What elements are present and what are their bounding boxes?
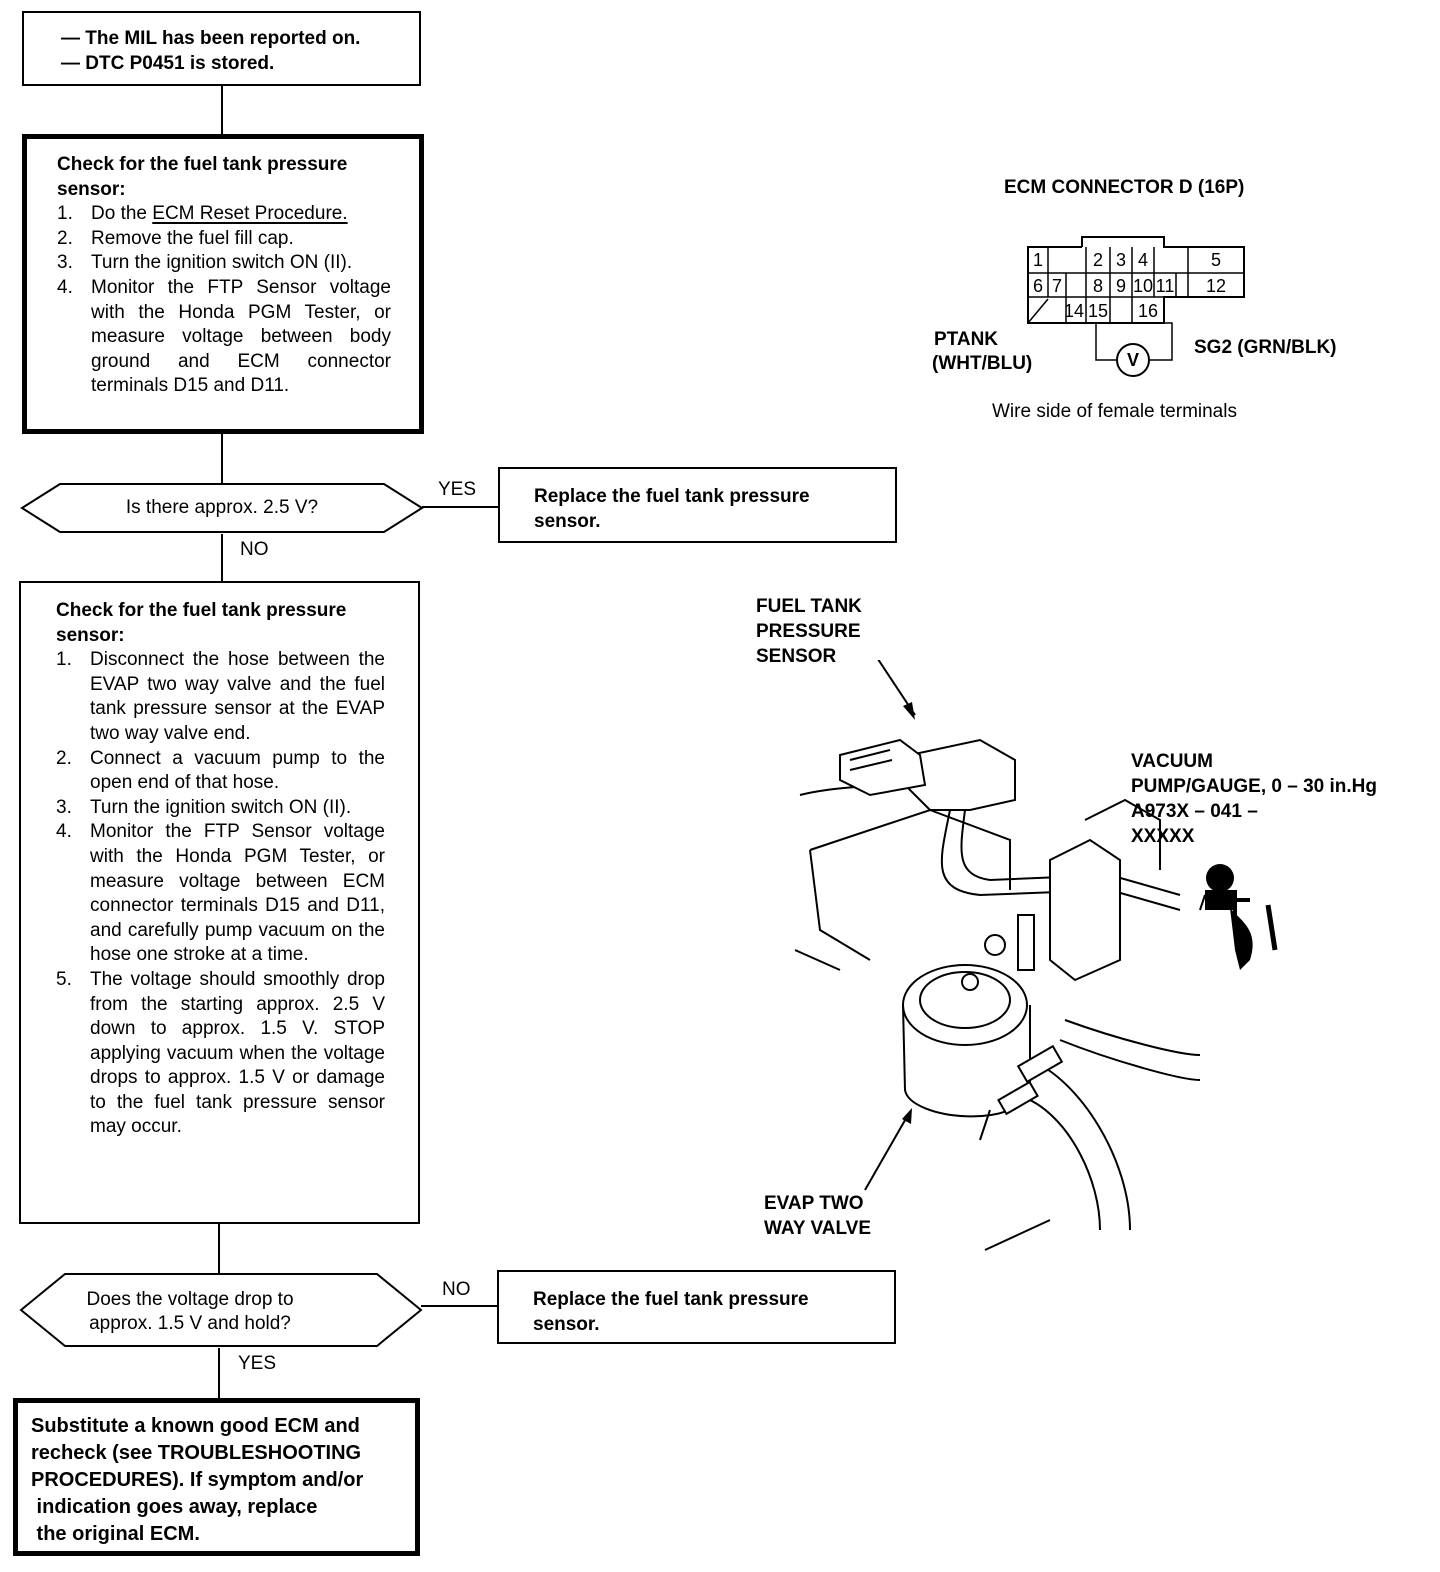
decision1-no-label: NO	[240, 539, 269, 560]
pin-7: 7	[1051, 276, 1062, 296]
final-line-1: Substitute a known good ECM and	[31, 1415, 360, 1437]
ptank-label: PTANK	[934, 329, 999, 350]
pin-14: 14	[1063, 301, 1085, 321]
pump-label-4: XXXXX	[1131, 826, 1195, 847]
pin-8: 8	[1092, 276, 1103, 296]
sensor-label-1: FUEL TANK	[756, 596, 862, 617]
check1-steps: 1. Do the ECM Reset Procedure. 2.Remove …	[57, 202, 391, 399]
check2-step-4: 4.Monitor the FTP Sensor voltage with th…	[56, 821, 385, 966]
evap-valve-illustration	[794, 660, 1278, 1251]
pin-3: 3	[1115, 250, 1126, 270]
valve-label-2: WAY VALVE	[764, 1218, 871, 1239]
ecm-reset-link[interactable]: ECM Reset Procedure.	[152, 203, 348, 225]
start-line-1: — The MIL has been reported on.	[61, 28, 361, 49]
check1-step-1: 1. Do the ECM Reset Procedure.	[57, 203, 348, 225]
connector-line	[218, 1224, 220, 1273]
check1-step-4: 4.Monitor the FTP Sensor voltage with th…	[57, 276, 391, 397]
sensor-label-2: PRESSURE	[756, 621, 861, 642]
final-line-2: recheck (see TROUBLESHOOTING	[31, 1442, 362, 1464]
no-line-2	[421, 1305, 499, 1307]
final-box: Substitute a known good ECM and recheck …	[13, 1398, 420, 1556]
pin-12: 12	[1205, 276, 1227, 296]
yes-line-2	[218, 1348, 220, 1400]
check2-step-2: 2.Connect a vacuum pump to the open end …	[56, 747, 385, 794]
final-line-3: PROCEDURES). If symptom and/or	[31, 1469, 364, 1491]
final-line-5: the original ECM.	[31, 1523, 200, 1545]
decision2-yes-label: YES	[238, 1353, 277, 1374]
check1-step-3: 3.Turn the ignition switch ON (II).	[57, 252, 353, 274]
final-line-4: indication goes away, replace	[31, 1496, 318, 1518]
pin-5: 5	[1210, 250, 1221, 270]
result-box-2: Replace the fuel tank pressure sensor.	[497, 1270, 896, 1344]
check1-heading: Check for the fuel tank pressure sensor:	[57, 154, 348, 200]
check2-heading: Check for the fuel tank pressure sensor:	[56, 600, 347, 646]
pin-2: 2	[1092, 250, 1103, 270]
decision2-no-label: NO	[442, 1279, 471, 1300]
pump-label-2: PUMP/GAUGE, 0 – 30 in.Hg	[1131, 776, 1377, 797]
decision2-result: Replace the fuel tank pressure sensor.	[533, 1289, 809, 1335]
check-box-1: Check for the fuel tank pressure sensor:…	[22, 134, 424, 434]
pin-6: 6	[1032, 276, 1043, 296]
pump-label-1: VACUUM	[1131, 751, 1213, 772]
ptank-wire-color: (WHT/BLU)	[932, 353, 1033, 374]
decision-diamond-2	[19, 1273, 423, 1347]
pin-10: 10	[1132, 276, 1154, 296]
decision2-question-line2: approx. 1.5 V and hold?	[89, 1313, 291, 1334]
yes-line-1	[422, 506, 499, 508]
start-box: — The MIL has been reported on. — DTC P0…	[22, 11, 421, 86]
result-box-1: Replace the fuel tank pressure sensor.	[498, 467, 897, 543]
ecm-connector-diagram: V	[1027, 236, 1245, 377]
sg2-label: SG2 (GRN/BLK)	[1194, 337, 1337, 358]
decision1-yes-label: YES	[438, 479, 477, 500]
sensor-label-3: SENSOR	[756, 646, 837, 667]
pin-1: 1	[1032, 250, 1043, 270]
no-line-1	[221, 534, 223, 582]
connector-caption: Wire side of female terminals	[992, 401, 1237, 422]
pin-11: 11	[1155, 276, 1175, 296]
pin-4: 4	[1137, 250, 1148, 270]
pin-9: 9	[1115, 276, 1126, 296]
check2-step-5: 5.The voltage should smoothly drop from …	[56, 968, 385, 1138]
pin-16: 16	[1137, 301, 1159, 321]
valve-label-1: EVAP TWO	[764, 1193, 864, 1214]
pump-label-3: A973X – 041 –	[1131, 801, 1258, 822]
check-box-2: Check for the fuel tank pressure sensor:…	[19, 581, 420, 1224]
connector-line	[221, 434, 223, 484]
check1-step-2: 2.Remove the fuel fill cap.	[57, 227, 294, 249]
pin-15: 15	[1087, 301, 1109, 321]
decision2-question-line1: Does the voltage drop to	[86, 1289, 294, 1310]
check2-step-3: 3.Turn the ignition switch ON (II).	[56, 796, 352, 818]
connector-title: ECM CONNECTOR D (16P)	[1004, 177, 1245, 198]
check2-steps: 1.Disconnect the hose between the EVAP t…	[56, 648, 385, 1140]
decision-diamond-1	[20, 483, 424, 533]
decision1-question: Is there approx. 2.5 V?	[125, 497, 319, 518]
start-line-2: — DTC P0451 is stored.	[61, 52, 275, 74]
voltmeter-icon: V	[1127, 350, 1139, 370]
connector-line	[221, 86, 223, 135]
check2-step-1: 1.Disconnect the hose between the EVAP t…	[56, 649, 385, 744]
decision1-result: Replace the fuel tank pressure sensor.	[534, 486, 810, 532]
